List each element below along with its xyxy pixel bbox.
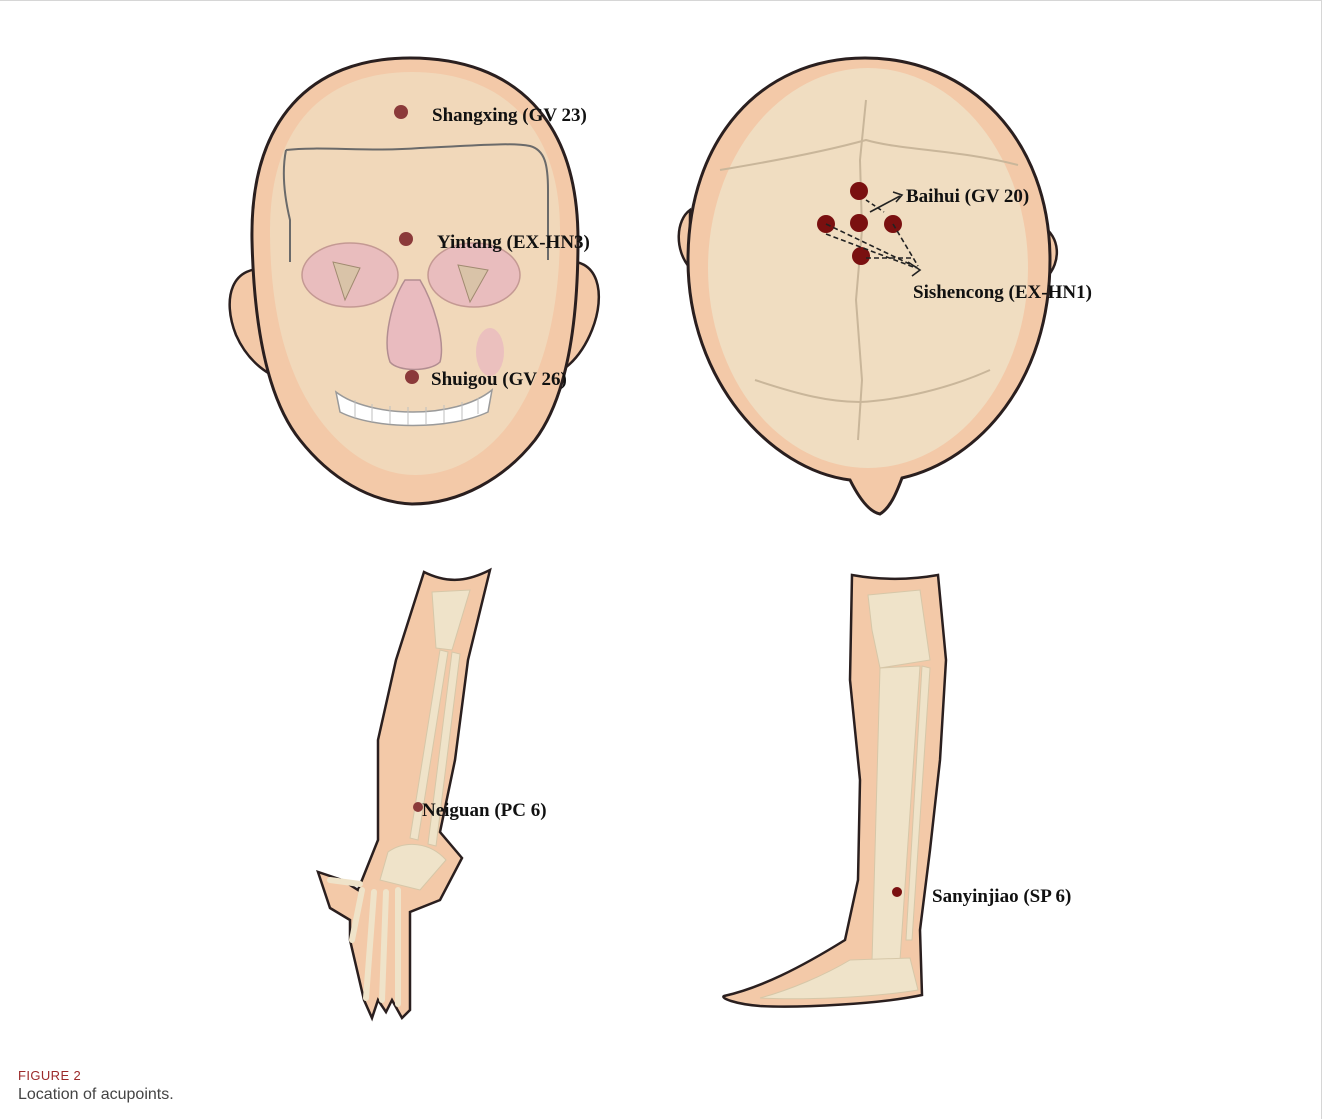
- label-neiguan: Neiguan (PC 6): [422, 800, 547, 821]
- acupoint-baihui: [850, 214, 868, 232]
- figure-caption: Location of acupoints.: [18, 1086, 174, 1104]
- label-baihui: Baihui (GV 20): [906, 186, 1029, 207]
- acupoint-yintang: [399, 232, 413, 246]
- acupoint-sishencong-front: [850, 182, 868, 200]
- label-shangxing: Shangxing (GV 23): [432, 105, 587, 126]
- acupoint-sanyinjiao: [892, 887, 902, 897]
- face-front: Shangxing (GV 23) Yintang (EX-HN3) Shuig…: [230, 58, 599, 504]
- forearm-hand: Neiguan (PC 6): [318, 570, 547, 1018]
- label-shuigou: Shuigou (GV 26): [431, 369, 567, 390]
- label-sishencong: Sishencong (EX-HN1): [913, 282, 1092, 303]
- label-sanyinjiao: Sanyinjiao (SP 6): [932, 886, 1071, 907]
- acupoint-illustration: Shangxing (GV 23) Yintang (EX-HN3) Shuig…: [0, 0, 1323, 1060]
- label-yintang: Yintang (EX-HN3): [437, 232, 590, 253]
- head-top: Baihui (GV 20) Sishencong (EX-HN1): [679, 58, 1092, 514]
- cranium-top: [708, 68, 1028, 468]
- arm-outline: [318, 570, 490, 1018]
- knee-bones: [868, 590, 930, 668]
- figure-label: FIGURE 2: [18, 1068, 81, 1083]
- acupoint-shangxing: [394, 105, 408, 119]
- leg-foot: Sanyinjiao (SP 6): [723, 575, 1071, 1007]
- acupoint-shuigou: [405, 370, 419, 384]
